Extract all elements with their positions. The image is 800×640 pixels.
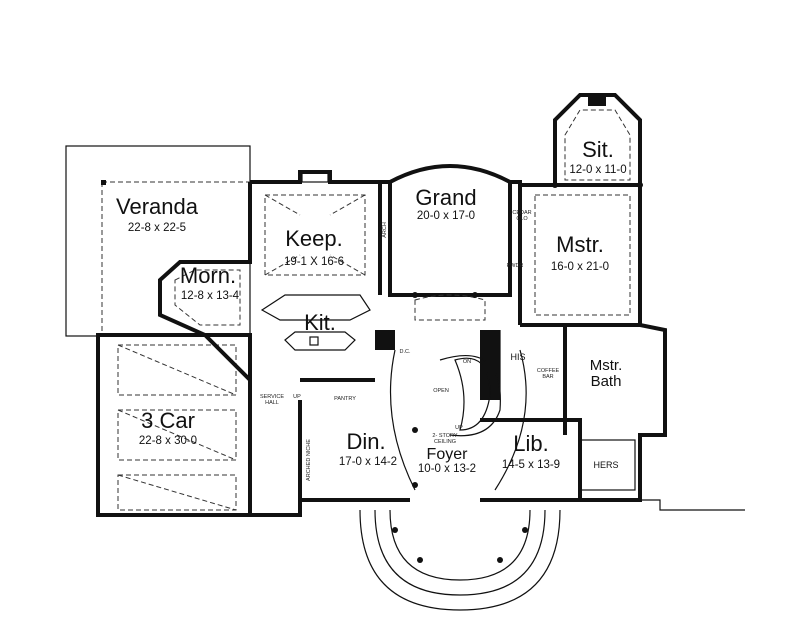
- room-mstr-bath-name2: Bath: [591, 373, 622, 390]
- staircase: [439, 355, 501, 437]
- room-mstr-bath-name1: Mstr.: [590, 357, 623, 374]
- room-veranda-name: Veranda: [116, 194, 199, 219]
- label-hers: HERS: [593, 460, 618, 470]
- label-open: OPEN: [433, 388, 449, 394]
- label-pantry: PANTRY: [334, 396, 356, 402]
- label-service-hall-1: SERVICE: [260, 394, 284, 400]
- room-sit-dim: 12-0 x 11-0: [569, 164, 626, 176]
- label-cedar-clo-2: CLO: [516, 216, 528, 222]
- room-sit-name: Sit.: [582, 137, 614, 162]
- room-morn-name: Morn.: [180, 263, 236, 288]
- room-din-name: Din.: [346, 429, 385, 454]
- room-morn-dim: 12-8 x 13-4: [181, 290, 240, 302]
- room-kit-name: Kit.: [304, 310, 336, 335]
- room-garage-dim: 22-8 x 30-0: [139, 435, 197, 447]
- label-coffee-bar-2: BAR: [542, 374, 553, 380]
- room-din-dim: 17-0 x 14-2: [339, 456, 397, 468]
- room-mstr-dim: 16-0 x 21-0: [551, 261, 609, 273]
- room-lib-dim: 14-5 x 13-9: [502, 459, 560, 471]
- room-veranda-dim: 22-8 x 22-5: [128, 222, 186, 234]
- columns: [412, 182, 643, 488]
- label-his: HIS: [510, 352, 525, 362]
- ceiling-details: [174, 109, 631, 491]
- label-coffee-bar-1: COFFEE: [537, 368, 560, 374]
- label-story-2: CEILING: [434, 439, 456, 445]
- label-dc: D.C.: [400, 349, 411, 355]
- label-story-1: 2- STORY: [432, 433, 457, 439]
- room-grand-name: Grand: [415, 185, 476, 210]
- kitchen-island: [260, 294, 371, 351]
- interior-walls: [298, 182, 640, 500]
- room-keep-name: Keep.: [285, 226, 343, 251]
- label-up-2: UP: [293, 394, 301, 400]
- room-keep-dim: 19-1 X 16-6: [284, 256, 344, 268]
- label-arched-niche: ARCHED NICHE: [306, 439, 312, 481]
- label-arch: ARCH: [382, 222, 388, 238]
- label-pwdr: PWDR: [507, 263, 524, 269]
- room-lib-name: Lib.: [513, 431, 548, 456]
- room-garage-name: 3 Car: [141, 408, 195, 433]
- label-service-hall-2: HALL: [265, 400, 279, 406]
- room-foyer-dim: 10-0 x 13-2: [418, 463, 476, 475]
- label-up: UP: [455, 425, 463, 431]
- room-mstr-name: Mstr.: [556, 232, 604, 257]
- portico: [359, 509, 561, 611]
- room-foyer-name: Foyer: [427, 446, 469, 463]
- room-grand-dim: 20-0 x 17-0: [417, 210, 475, 222]
- label-on: ON: [463, 359, 471, 365]
- label-cedar-clo-1: CEDAR: [512, 210, 531, 216]
